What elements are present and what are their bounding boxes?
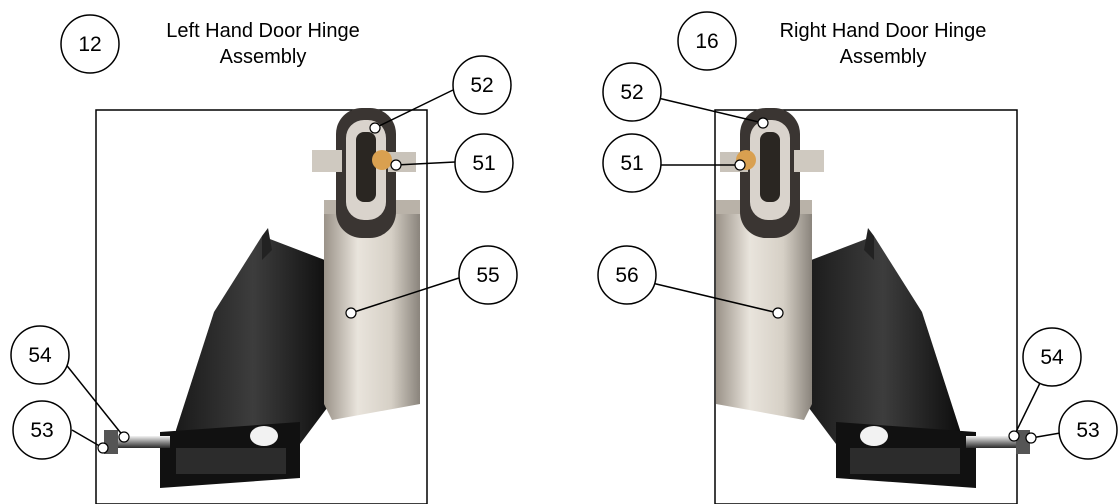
callout-label-54-left: 54 [28,344,52,367]
right-assembly-number: 16 [695,30,718,53]
leader-54-left [63,361,125,438]
left-hinge-illustration [104,108,420,488]
right-assembly-number-circle [677,11,737,71]
callout-label-55: 55 [476,264,499,287]
right-hinge-assembly: 16 Right Hand Door Hinge Assembly [597,11,1118,504]
leader-52-right [657,97,764,124]
callout-circle-52-left [452,55,512,115]
left-assembly-number-circle [60,14,120,74]
callout-circle-54-right [1022,327,1082,387]
left-assembly-number: 12 [78,33,101,56]
left-assembly-title-line1: Left Hand Door Hinge [166,20,359,42]
leader-56 [651,282,779,314]
leader-54-right [1013,382,1041,437]
left-hinge-assembly: 12 Left Hand Door Hinge Assembly [10,14,518,504]
callout-circle-53-right [1058,400,1118,460]
callout-label-52-left: 52 [470,74,493,97]
callout-circle-56 [597,245,657,305]
callout-circle-53-left [12,400,72,460]
right-assembly-title-line2: Assembly [840,46,927,68]
callout-label-54-right: 54 [1040,346,1064,369]
left-assembly-title-line2: Assembly [220,46,307,68]
callout-circle-55 [458,245,518,305]
callout-label-53-left: 53 [30,419,53,442]
leader-52-left [374,89,454,129]
callout-label-53-right: 53 [1076,419,1099,442]
callout-circle-52-right [602,62,662,122]
callout-label-56: 56 [615,264,638,287]
callout-label-52-right: 52 [620,81,643,104]
leader-55 [350,276,463,314]
right-assembly-title-line1: Right Hand Door Hinge [780,20,987,42]
callout-circle-51-right [602,133,662,193]
callout-label-51-left: 51 [472,152,495,175]
callout-circle-54-left [10,325,70,385]
leader-53-left [71,429,104,449]
callout-circle-51-left [454,133,514,193]
callout-label-51-right: 51 [620,152,643,175]
leader-51-left [395,161,456,166]
